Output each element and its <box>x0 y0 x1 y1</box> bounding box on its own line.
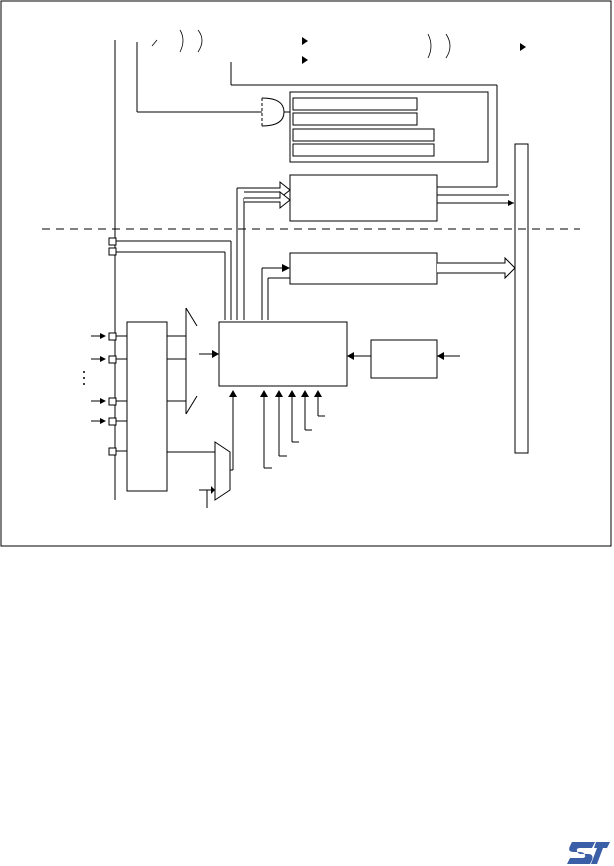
fat-arrow-icon <box>437 256 516 280</box>
arrow-icon <box>302 56 308 64</box>
pin <box>108 355 117 364</box>
arrow-icon <box>347 352 354 360</box>
controller-block <box>218 321 348 387</box>
pin <box>108 247 117 256</box>
arrow-icon <box>100 356 106 362</box>
register-b <box>292 112 418 126</box>
curve-mark <box>151 39 158 47</box>
arrow-icon <box>100 398 106 404</box>
diagram-border <box>0 0 612 547</box>
fat-arrow-icon <box>244 190 291 210</box>
and-gate-icon <box>261 97 285 127</box>
register-a <box>292 97 418 111</box>
arrow-icon <box>100 333 106 339</box>
pin <box>108 237 117 246</box>
system-bus <box>514 143 529 454</box>
register-d <box>292 143 435 157</box>
arrow-icon <box>301 390 309 397</box>
arrow-icon <box>100 418 106 424</box>
small-mux-icon <box>214 441 231 501</box>
arrow-icon <box>520 43 526 51</box>
pin <box>108 332 117 341</box>
pin <box>108 397 117 406</box>
arrow-icon <box>229 390 237 397</box>
lower-block <box>289 252 438 285</box>
arrow-icon <box>260 390 268 397</box>
arc-mark <box>179 29 184 53</box>
arc-mark <box>427 33 432 59</box>
ellipsis-dot <box>83 377 85 379</box>
arrow-icon <box>288 390 296 397</box>
pin <box>108 417 117 426</box>
arc-mark <box>197 29 203 53</box>
arrow-icon <box>211 486 215 494</box>
upper-block <box>289 174 438 222</box>
st-logo <box>567 842 610 864</box>
arrow-icon <box>302 37 308 45</box>
arc-mark <box>445 33 451 59</box>
ellipsis-dot <box>83 371 85 373</box>
ellipsis-dot <box>83 383 85 385</box>
arrow-icon <box>275 390 283 397</box>
arrow-icon <box>508 200 514 206</box>
arrow-icon <box>212 350 219 358</box>
register-c <box>292 128 435 142</box>
side-block <box>370 339 438 379</box>
arrow-icon <box>282 264 290 272</box>
bracket-icon <box>185 307 198 415</box>
mux-block <box>126 321 168 492</box>
pin <box>108 447 117 456</box>
arrow-icon <box>437 352 444 360</box>
arrow-icon <box>314 390 322 397</box>
